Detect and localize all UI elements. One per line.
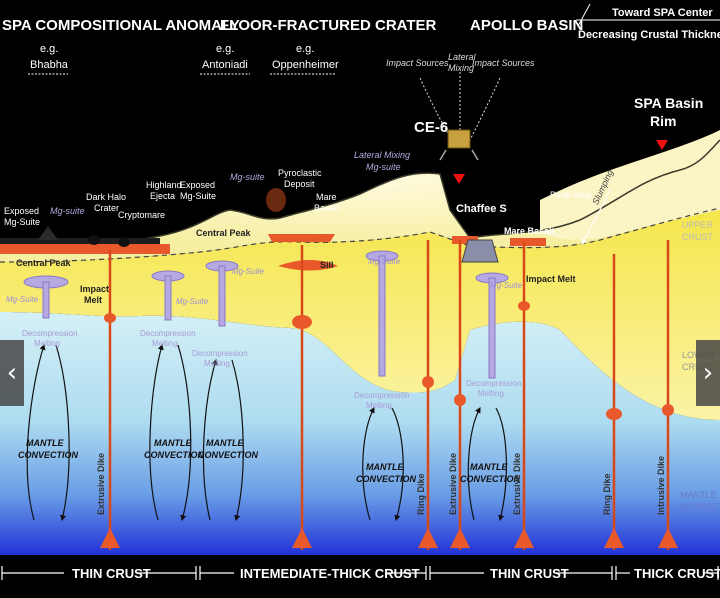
mare-basalt-label-2: Mare Basalt [504,226,555,236]
bottom-thin-crust-2: THIN CRUST [490,566,569,581]
bottom-thin-crust-1: THIN CRUST [72,566,151,581]
mare-pool-ce6 [452,236,478,244]
toward-slash [577,3,591,27]
chevron-left-icon: ‹ [6,358,18,388]
extrusive-dike-label-3: Extrusive Dike [512,453,522,515]
chaffee-label: Chaffee S [456,203,507,215]
surface-regolith-left [0,238,160,244]
mg-suite-layer-label-3: Mg-Suite [232,267,265,276]
chaffee-s-crater [461,239,499,263]
eg-label-3: e.g. [296,43,314,55]
eg-label-2: e.g. [216,43,234,55]
peak-ring-label: Peak Ring [550,190,592,200]
impact-source-arrows [419,72,501,141]
convection-loops [26,343,507,522]
example-antoniadi: Antoniadi [202,59,248,71]
crust-boundary-dashed [0,207,720,263]
spa-rim-marker-icon [656,140,668,150]
extrusive-dike-label-1: Extrusive Dike [96,453,106,515]
central-peak-label-2: Central Peak [196,228,252,238]
bottom-bar-rules [1,566,719,580]
mantle-layer [0,312,720,555]
mg-suite-layer-label-2: Mg-Suite [176,297,209,306]
impact-sources-label-2: Impact Sources [472,58,535,68]
heading-floor-fractured: FLOOR-FRACTURED CRATER [220,17,437,34]
surface-outline [0,139,720,253]
heading-spa-anomaly: SPA COMPOSITIONAL ANOMALY [2,17,240,34]
heading-apollo-basin: APOLLO BASIN [470,17,583,34]
sill [278,260,338,271]
next-arrow-button[interactable]: › [696,340,720,406]
bottom-bar [0,555,720,598]
impact-sources-label-1: Impact Sources [386,58,449,68]
impact-melt-label-2: Impact Melt [526,274,576,284]
chevron-right-icon: › [702,358,714,388]
mg-suite-label: Mg-suite [230,172,265,182]
intrusive-dike-label: Intrusive Dike [656,456,666,515]
mg-suite-pluton [23,250,509,379]
sill-label: Sill [320,260,334,270]
basin-rim-highland [540,130,720,240]
impact-melt-sheet-left [0,244,170,254]
mare-basalt-pool-2 [510,238,546,246]
mare-basalt-pool [268,234,335,242]
heading-decreasing: Decreasing Crustal Thickness [578,29,720,41]
ring-dike-label-1: Ring Dike [416,473,426,515]
central-peak-left [38,226,58,240]
mg-suite-layer-label: Mg-Suite [6,295,39,304]
mg-suite-layer-label-4: Mg-Suite [368,257,401,266]
magma-sources [100,301,678,548]
ce6-marker-icon [453,174,465,184]
ce6-label: CE-6 [414,119,448,136]
dark-halo-crater-2 [118,237,130,247]
prev-arrow-button[interactable]: ‹ [0,340,24,406]
ring-dike-label-2: Ring Dike [602,473,612,515]
cryptomare-label: Cryptomare [118,210,165,220]
central-peak-label: Central Peak [16,258,72,268]
eg-label-1: e.g. [40,43,58,55]
heading-toward-center: Toward SPA Center [612,7,713,19]
bottom-intermediate-crust: INTEMEDIATE-THICK CRUST [240,566,420,581]
slumping-arrow [581,189,611,246]
chang-e-6-lander-icon [439,129,479,161]
lower-crust-layer [0,208,720,420]
bottom-thick-crust: THICK CRUST [634,566,720,581]
example-oppenheimer: Oppenheimer [272,59,339,71]
mg-suite-layer-label-5: Mg-Suite [490,281,523,290]
mg-suite-label-2: Mg-suite [50,206,85,216]
extrusive-dike-label-2: Extrusive Dike [448,453,458,515]
dark-halo-crater [88,235,100,245]
example-bhabha: Bhabha [30,59,69,71]
pyroclastic-deposit [266,188,286,212]
